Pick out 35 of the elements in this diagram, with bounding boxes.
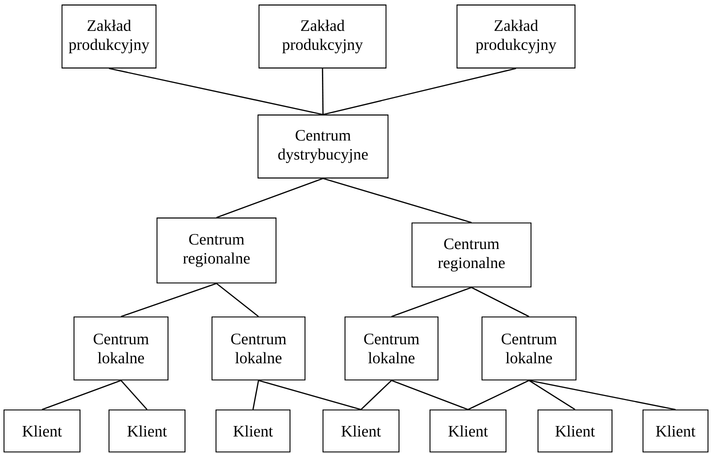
node-box: Klient <box>4 410 80 452</box>
connector-line <box>216 282 259 318</box>
connector-line <box>120 282 217 318</box>
node-box: Zakład produkcyjny <box>258 4 386 68</box>
node-box: Centrum lokalne <box>482 316 576 380</box>
node-box: Klient <box>538 410 612 452</box>
node-box: Zakład produkcyjny <box>456 4 576 68</box>
connector-line <box>216 178 324 218</box>
node-box: Centrum dystrybucyjne <box>258 114 388 178</box>
connector-line <box>471 286 530 318</box>
connector-line <box>468 380 530 410</box>
node-box: Centrum regionalne <box>156 218 276 284</box>
connector-line <box>108 68 324 116</box>
connector-line <box>528 380 576 410</box>
node-box: Zakład produkcyjny <box>62 4 156 68</box>
node-box: Klient <box>322 410 400 452</box>
connector-line <box>258 380 362 410</box>
node-box: Centrum lokalne <box>74 316 168 380</box>
connector-line <box>322 178 472 224</box>
connector-line <box>391 286 472 318</box>
connector-line <box>322 68 324 115</box>
node-box: Centrum lokalne <box>344 316 438 380</box>
connector-line <box>42 380 122 410</box>
connector-line <box>391 380 468 410</box>
node-box: Klient <box>430 410 506 452</box>
connector-line <box>322 68 516 116</box>
node-box: Klient <box>216 410 290 452</box>
node-box: Klient <box>108 410 186 452</box>
connector-line <box>528 380 676 410</box>
connector-line <box>252 380 260 410</box>
node-box: Centrum regionalne <box>412 222 532 288</box>
connector-line <box>360 380 392 410</box>
connector-line <box>120 380 148 410</box>
node-box: Centrum lokalne <box>212 316 306 380</box>
node-box: Klient <box>642 410 708 452</box>
